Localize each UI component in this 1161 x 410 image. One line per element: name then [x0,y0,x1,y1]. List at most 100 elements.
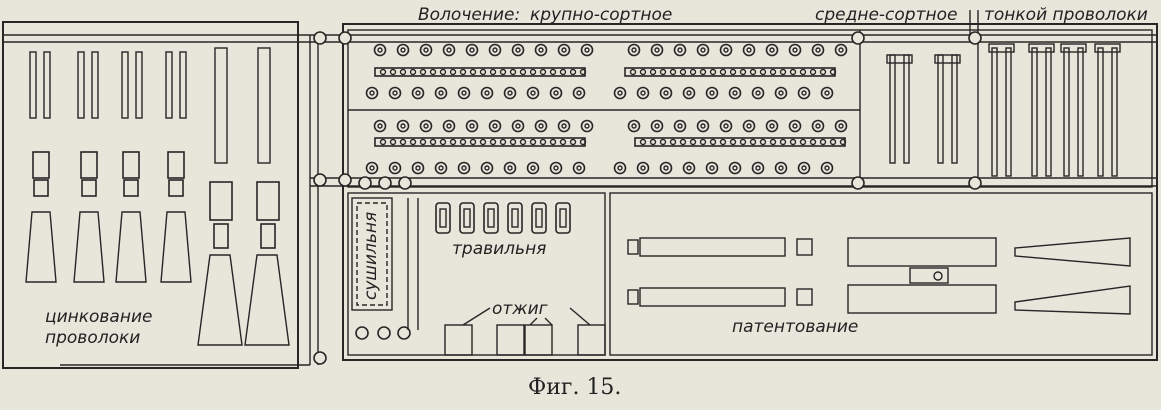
die [489,68,497,76]
junction-node [338,173,352,187]
drawing-block [627,43,641,57]
spindle [951,54,958,164]
drawing-block [549,86,563,100]
die [409,138,417,146]
junction-node [313,351,327,365]
die [529,68,537,76]
die [469,138,477,146]
tank-inner [439,208,447,228]
junction-node [968,176,982,190]
die [759,68,767,76]
drawing-block [696,119,710,133]
block-center [732,90,738,96]
annealing-furnace [524,324,553,356]
die [409,68,417,76]
junction-node [968,31,982,45]
die [439,138,447,146]
die [519,138,527,146]
block-center [461,90,467,96]
die [429,138,437,146]
die [399,68,407,76]
block-center [663,165,669,171]
label-fine: тонкой проволоки [984,5,1148,25]
block-center [492,47,498,53]
junction-node [355,326,369,340]
die [539,138,547,146]
block-center [778,90,784,96]
label-coarse: крупно-сортное [530,5,672,25]
cooling-bed [73,211,105,283]
block-center [654,47,660,53]
reel [32,151,50,179]
drawing-block [788,43,802,57]
block-center [507,165,513,171]
die [689,138,697,146]
die [699,138,707,146]
rack [43,51,51,119]
reel [122,151,140,179]
die [559,68,567,76]
junction-node [378,176,392,190]
vat [214,47,228,164]
drawing-block [457,86,471,100]
spindle [991,47,998,177]
block-center [709,90,715,96]
block-center [700,123,706,129]
block-center [769,47,775,53]
drawing-block [526,86,540,100]
block-center [723,123,729,129]
rack [29,51,37,119]
drawing-area [347,29,1153,188]
frame [934,54,961,64]
drawing-block [534,119,548,133]
die [569,138,577,146]
drawing-block [465,119,479,133]
block-center [392,90,398,96]
die [709,68,717,76]
die [569,68,577,76]
label-galvanizing-1: цинкование [45,307,152,327]
patenting-furnace [639,237,786,257]
drawing-block [419,43,433,57]
drawing-block [388,161,402,175]
drawing-block [834,43,848,57]
block-center [369,165,375,171]
block-center [838,47,844,53]
drawing-block [811,119,825,133]
block-center [824,90,830,96]
block-center [423,47,429,53]
block-center [438,90,444,96]
die [669,138,677,146]
block-center [755,90,761,96]
block-center [484,90,490,96]
block-center [446,47,452,53]
die [829,138,837,146]
tank-inner [535,208,543,228]
die [789,138,797,146]
block-center [677,123,683,129]
junction-node [398,176,412,190]
block-center [469,123,475,129]
block-center [584,123,590,129]
block-center [686,165,692,171]
drawing-block [411,86,425,100]
block-center [400,47,406,53]
die [579,138,587,146]
block-center [576,165,582,171]
die [759,138,767,146]
drawing-block [388,86,402,100]
annealing-furnace [496,324,525,356]
drawing-block [682,161,696,175]
drawing-block [613,86,627,100]
label-leader [462,307,591,326]
burner [627,289,639,305]
die [709,138,717,146]
spindle [1045,47,1052,177]
reel-holder [213,223,229,249]
block-center [792,47,798,53]
drawing-block [728,86,742,100]
block-center [538,123,544,129]
block-center [746,47,752,53]
pickling-tank [507,202,523,234]
